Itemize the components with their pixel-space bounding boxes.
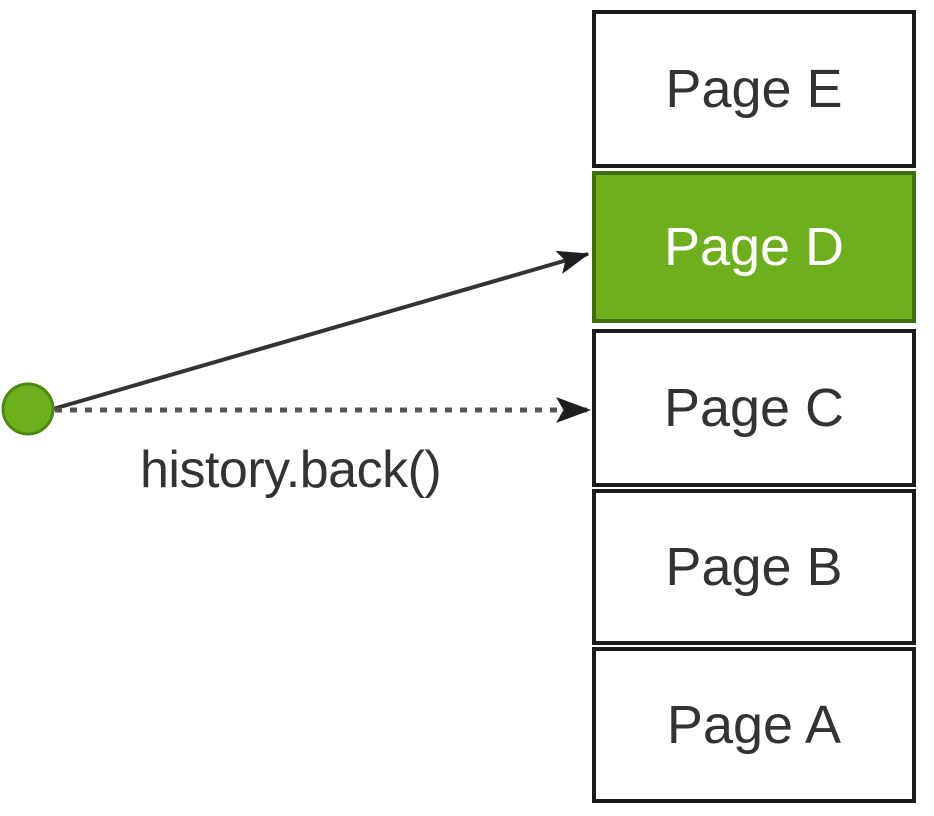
stack-entry-label: Page C	[663, 378, 845, 438]
stack-entry-page-a[interactable]: Page A	[592, 647, 916, 803]
stack-entry-label: Page B	[665, 537, 843, 597]
history-back-label: history.back()	[140, 441, 442, 499]
stack-entry-page-c[interactable]: Page C	[592, 329, 916, 487]
back-navigation-arrow	[52, 250, 590, 411]
current-position-node	[1, 382, 55, 436]
stack-entry-label: Page A	[666, 695, 842, 755]
stack-entry-page-d[interactable]: Page D	[592, 171, 916, 323]
stack-entry-label: Page D	[663, 217, 845, 277]
stack-entry-page-b[interactable]: Page B	[592, 489, 916, 645]
stack-entry-page-e[interactable]: Page E	[592, 10, 916, 168]
stack-entry-label: Page E	[665, 59, 843, 119]
